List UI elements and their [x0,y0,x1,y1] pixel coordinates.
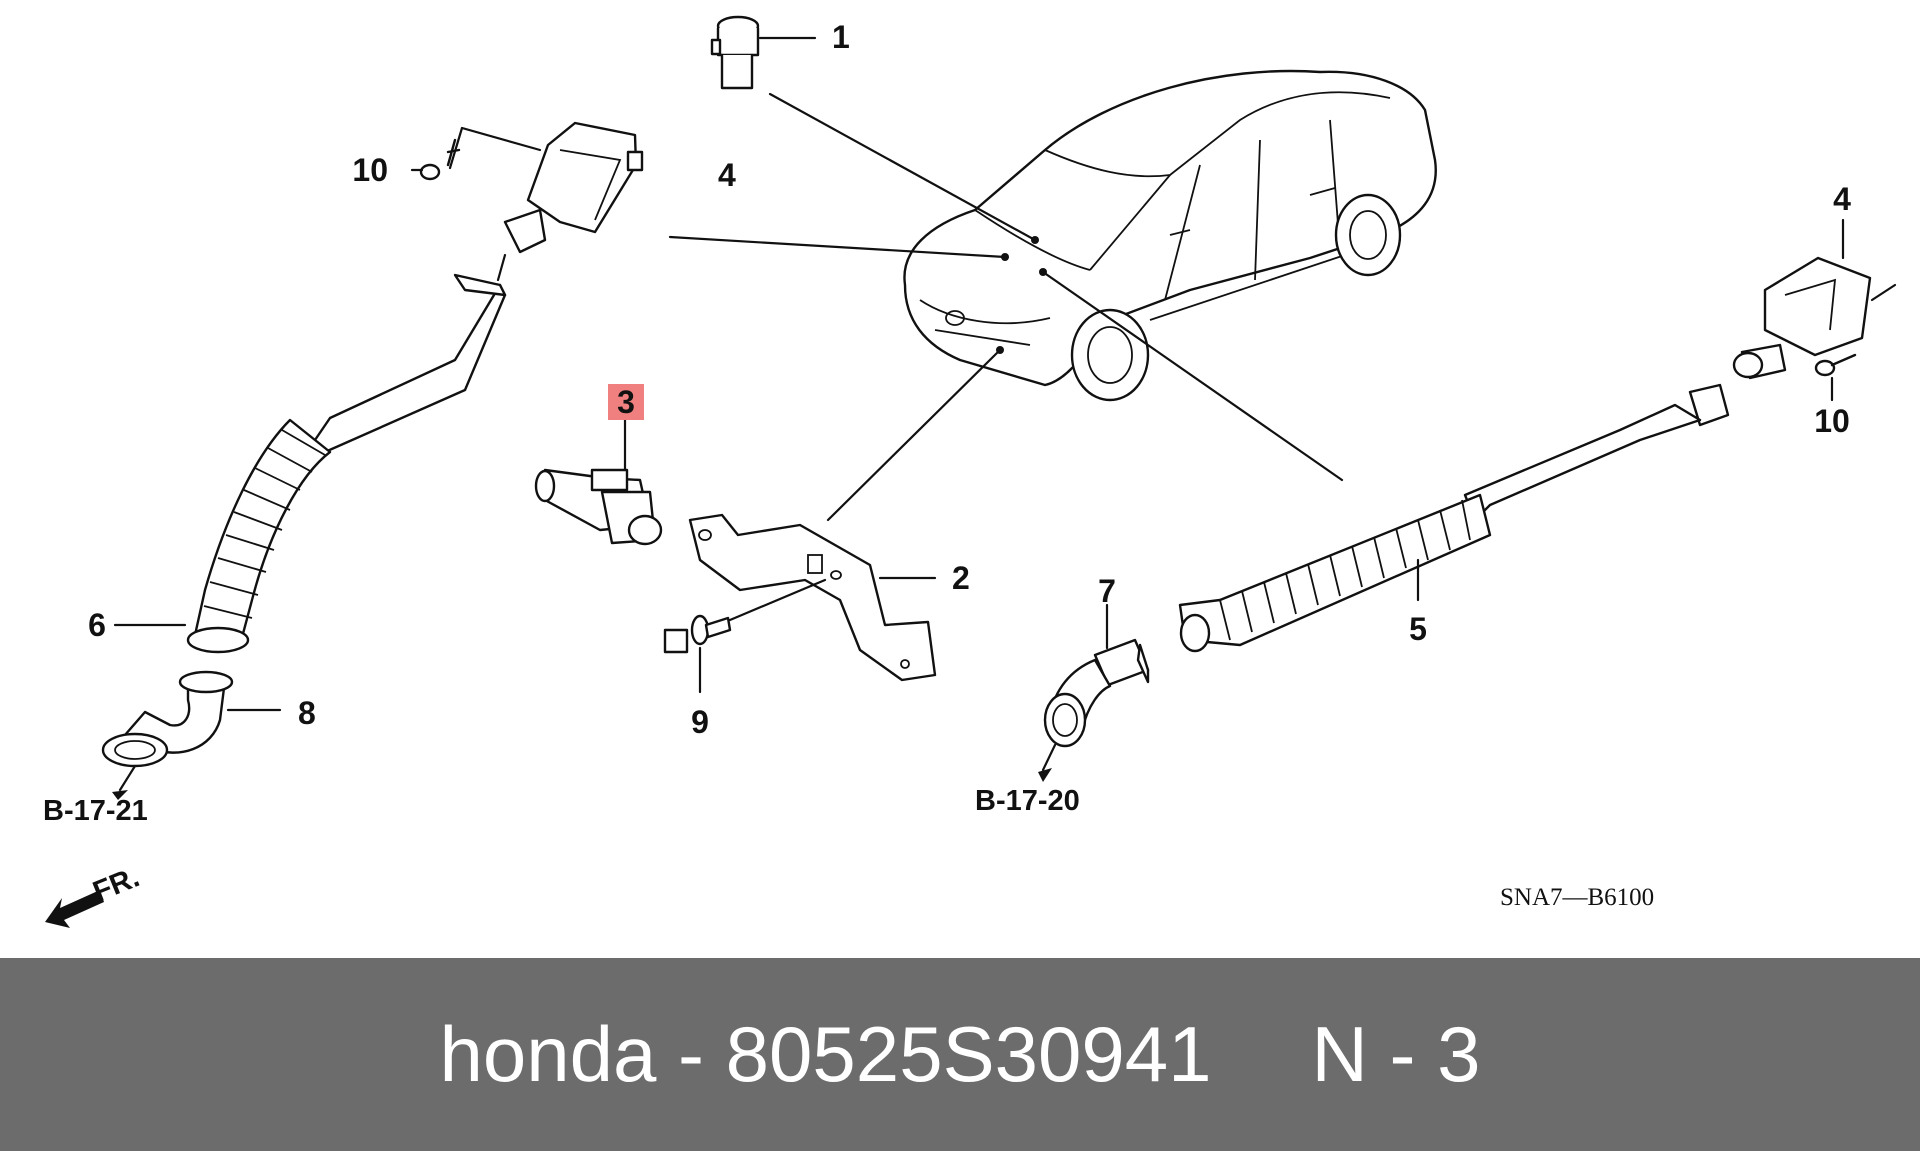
callout-1: 1 [832,19,850,55]
callout-6: 6 [88,607,106,643]
callout-8: 8 [298,695,316,731]
footer-bar: honda - 80525S30941 N - 3 [0,958,1920,1151]
vehicle-illustration [903,69,1437,402]
part-1-sensor [710,15,817,90]
footer-position: N - 3 [1311,1010,1481,1098]
parts-diagram: FR. 1 2 3 4 4 5 6 7 8 9 10 10 B-17-21 B-… [43,15,1897,928]
front-marker-label: FR. [89,861,144,908]
part-9-bolt [663,578,827,694]
callout-4-right: 4 [1833,181,1851,217]
callout-10-left: 10 [352,152,388,188]
callout-9: 9 [691,704,709,740]
callout-7: 7 [1098,573,1116,609]
front-direction-arrow: FR. [45,861,144,928]
right-duct-assembly [1038,218,1897,782]
part-3-sensor [534,418,663,546]
part-2-bracket [688,513,937,682]
reference-right: B-17-20 [975,785,1080,817]
footer-part-number: honda - 80525S30941 [439,1010,1212,1098]
drawing-code: SNA7—B6100 [1500,884,1654,911]
callout-3: 3 [617,384,635,420]
callout-5: 5 [1409,611,1427,647]
reference-left: B-17-21 [43,795,148,827]
car-leader-lines [668,92,1344,522]
left-duct-assembly [101,121,644,800]
callout-4-left: 4 [718,157,736,193]
callout-10-right: 10 [1814,403,1850,439]
highlight-callout-3 [608,384,644,420]
callout-2: 2 [952,560,970,596]
